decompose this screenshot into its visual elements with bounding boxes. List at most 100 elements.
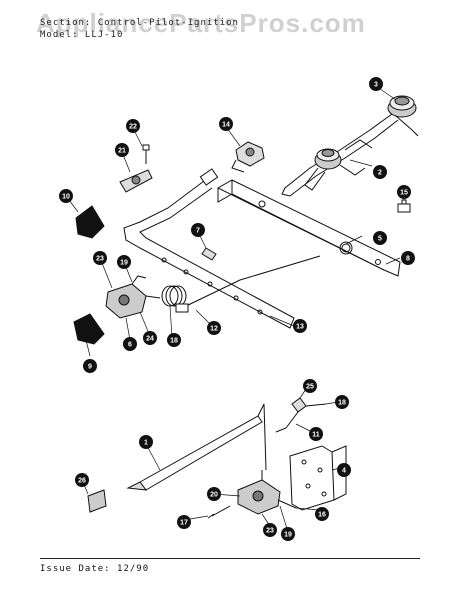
callout-10[interactable]: 10 xyxy=(59,189,73,203)
callout-25[interactable]: 25 xyxy=(303,379,317,393)
callout-label: 23 xyxy=(96,256,104,263)
callout-label: 7 xyxy=(196,228,200,235)
callout-label: 23 xyxy=(266,528,274,535)
callout-5[interactable]: 5 xyxy=(373,231,387,245)
callout-circle xyxy=(303,379,317,393)
callout-circle xyxy=(369,77,383,91)
pilot-tube[interactable] xyxy=(175,255,321,313)
callout-6[interactable]: 6 xyxy=(123,337,137,351)
callout-circle xyxy=(401,251,415,265)
clip[interactable] xyxy=(397,199,411,213)
callout-22[interactable]: 22 xyxy=(126,119,140,133)
knob-shield-upper[interactable] xyxy=(75,205,105,239)
callout-label: 18 xyxy=(170,338,178,345)
callout-21[interactable]: 21 xyxy=(115,143,129,157)
callout-circle xyxy=(337,463,351,477)
callout-1[interactable]: 1 xyxy=(139,435,153,449)
callout-15[interactable]: 15 xyxy=(397,185,411,199)
callout-circle xyxy=(83,359,97,373)
callout-13[interactable]: 13 xyxy=(293,319,307,333)
callout-3[interactable]: 3 xyxy=(369,77,383,91)
callout-circle xyxy=(397,185,411,199)
callout-circle xyxy=(93,251,107,265)
callout-circle xyxy=(219,117,233,131)
callout-4[interactable]: 4 xyxy=(337,463,351,477)
callout-label: 10 xyxy=(62,194,70,201)
callout-18b[interactable]: 18 xyxy=(335,395,349,409)
callout-16[interactable]: 16 xyxy=(315,507,329,521)
callout-18a[interactable]: 18 xyxy=(167,333,181,347)
manifold-pipe[interactable] xyxy=(123,168,295,329)
callout-circle xyxy=(115,143,129,157)
callout-label: 17 xyxy=(180,520,188,527)
callout-label: 6 xyxy=(128,342,132,349)
callout-9[interactable]: 9 xyxy=(83,359,97,373)
callout-circle xyxy=(207,321,221,335)
callout-14[interactable]: 14 xyxy=(219,117,233,131)
callout-11[interactable]: 11 xyxy=(309,427,323,441)
callout-circle xyxy=(191,223,205,237)
section-header: Section: Control-Pilot-Ignition xyxy=(40,18,239,28)
callout-17[interactable]: 17 xyxy=(177,515,191,529)
callout-label: 18 xyxy=(338,400,346,407)
callout-label: 12 xyxy=(210,326,218,333)
callout-circle xyxy=(309,427,323,441)
callout-circle xyxy=(373,165,387,179)
callout-label: 2 xyxy=(378,170,382,177)
screw[interactable] xyxy=(207,505,231,519)
pilot-valve[interactable] xyxy=(119,144,153,193)
callout-label: 4 xyxy=(342,468,346,475)
thermostat-valve[interactable] xyxy=(237,470,297,515)
orifice[interactable] xyxy=(201,247,217,261)
callout-circle xyxy=(139,435,153,449)
callout-19a[interactable]: 19 xyxy=(117,255,131,269)
callout-12[interactable]: 12 xyxy=(207,321,221,335)
pilot-assembly[interactable] xyxy=(231,141,265,173)
callout-23a[interactable]: 23 xyxy=(93,251,107,265)
callout-7[interactable]: 7 xyxy=(191,223,205,237)
callout-label: 13 xyxy=(296,324,304,331)
spring-coil[interactable] xyxy=(161,285,187,307)
callout-label: 19 xyxy=(284,532,292,539)
callout-circle xyxy=(75,473,89,487)
burner-bracket[interactable] xyxy=(216,179,401,277)
callout-label: 8 xyxy=(406,256,410,263)
callout-label: 15 xyxy=(400,190,408,197)
callout-label: 21 xyxy=(118,148,126,155)
knob-shield-lower[interactable] xyxy=(73,313,105,345)
burner-medium[interactable] xyxy=(304,139,373,191)
callout-20[interactable]: 20 xyxy=(207,487,221,501)
small-bracket[interactable] xyxy=(87,489,107,513)
callout-label: 26 xyxy=(78,478,86,485)
callout-circle xyxy=(126,119,140,133)
callout-label: 20 xyxy=(210,492,218,499)
callout-23b[interactable]: 23 xyxy=(263,523,277,537)
callout-circle xyxy=(373,231,387,245)
callout-26[interactable]: 26 xyxy=(75,473,89,487)
callout-circle xyxy=(123,337,137,351)
callout-label: 1 xyxy=(144,440,148,447)
callout-8[interactable]: 8 xyxy=(401,251,415,265)
gas-valve[interactable] xyxy=(105,275,161,319)
bracket-nut[interactable] xyxy=(339,241,353,255)
callout-label: 14 xyxy=(222,122,230,129)
callout-circle xyxy=(207,487,221,501)
callout-label: 9 xyxy=(88,364,92,371)
callout-label: 25 xyxy=(306,384,314,391)
callout-24[interactable]: 24 xyxy=(143,331,157,345)
callout-2[interactable]: 2 xyxy=(373,165,387,179)
callout-label: 16 xyxy=(318,512,326,519)
model-header: Model: LLJ-10 xyxy=(40,30,124,40)
mounting-bracket[interactable] xyxy=(289,445,347,511)
callout-circle xyxy=(117,255,131,269)
control-rod[interactable] xyxy=(126,403,267,491)
callout-circle xyxy=(167,333,181,347)
callout-19b[interactable]: 19 xyxy=(281,527,295,541)
callout-circle xyxy=(293,319,307,333)
pilot-fitting[interactable] xyxy=(275,397,327,433)
issue-date: Issue Date: 12/90 xyxy=(40,564,150,574)
callout-label: 24 xyxy=(146,336,154,343)
callout-label: 5 xyxy=(378,236,382,243)
burner-large[interactable] xyxy=(281,95,419,197)
